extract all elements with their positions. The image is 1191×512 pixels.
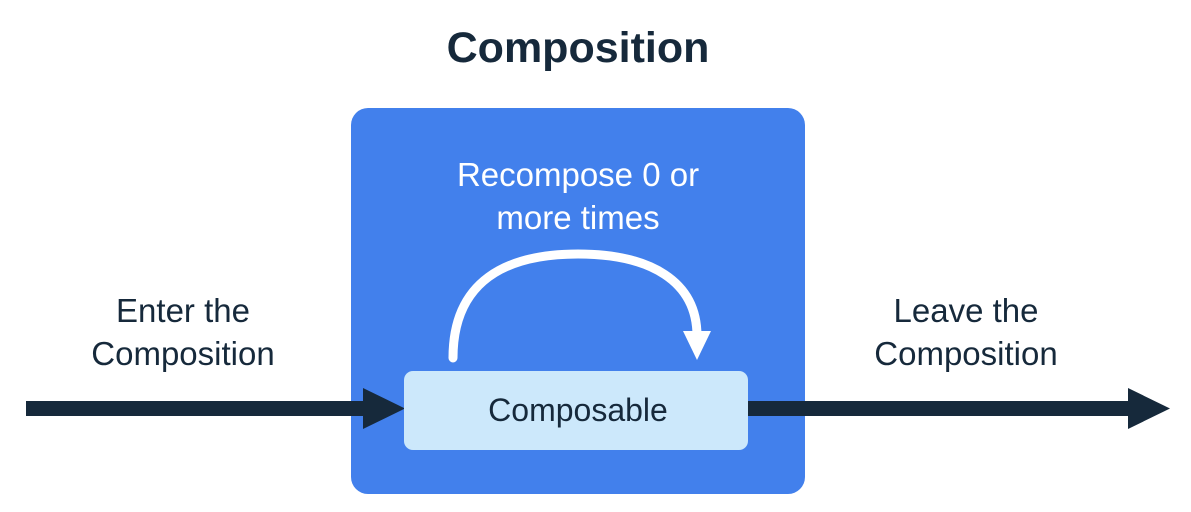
leave-label-line-2: Composition: [874, 335, 1057, 372]
enter-label-line-2: Composition: [91, 335, 274, 372]
page-title: Composition: [447, 24, 710, 72]
recompose-note-line-2: more times: [496, 199, 659, 236]
composable-box: [404, 371, 748, 450]
enter-arrow-icon: [26, 388, 405, 429]
leave-arrow-icon: [748, 388, 1170, 429]
curved-loop-arrow-icon: [448, 249, 711, 363]
enter-label-line-1: Enter the: [116, 292, 250, 329]
composable-label: Composable: [488, 392, 668, 428]
recompose-note-line-1: Recompose 0 or: [457, 156, 699, 193]
leave-label-line-1: Leave the: [894, 292, 1039, 329]
